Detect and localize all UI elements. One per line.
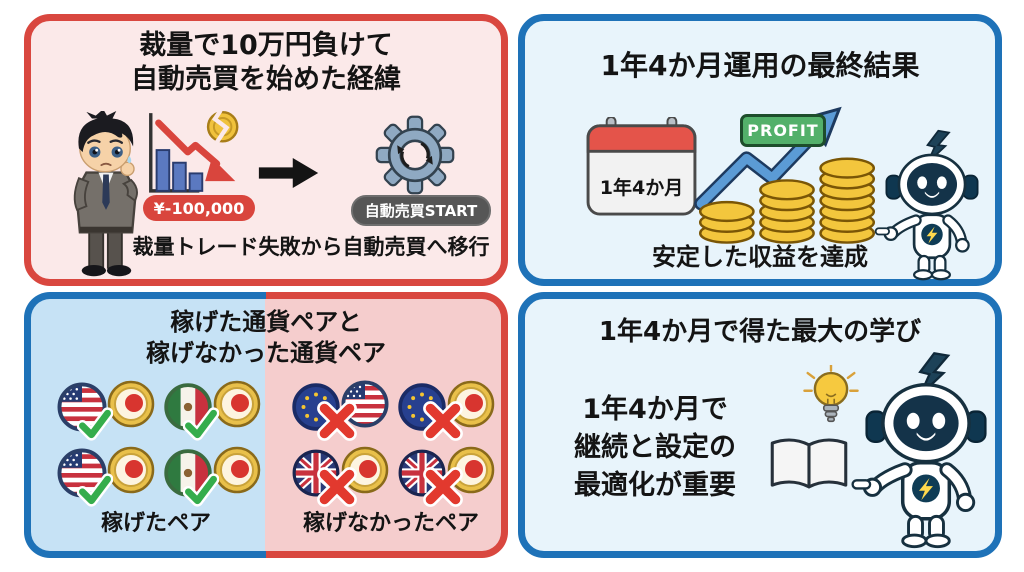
currency-pairs-inner: 稼げた通貨ペアと 稼げなかった通貨ペア <box>31 299 501 551</box>
green-check-icon <box>183 473 219 507</box>
red-cross-icon <box>421 399 465 443</box>
origin-title: 裁量で10万円負けて 自動売買を始めた経緯 <box>31 29 501 97</box>
origin-title-line2: 自動売買を始めた経緯 <box>131 64 401 95</box>
red-cross-icon <box>315 465 359 509</box>
pair-icon-usdjpy-1 <box>57 379 155 443</box>
red-cross-icon <box>315 399 359 443</box>
loss-amount-badge: ¥-100,000 <box>143 195 255 221</box>
learning-body: 1年4か月で 継続と設定の 最適化が重要 <box>531 391 779 505</box>
calendar-icon <box>585 117 698 217</box>
calendar-label: 1年4か月 <box>599 177 684 199</box>
panel-currency-pairs: 稼げた通貨ペアと 稼げなかった通貨ペア <box>24 292 508 558</box>
panel-final-results: 1年4か月運用の最終結果 1年4か月 PROFIT 安定した収益を達成 <box>518 14 1002 286</box>
pairs-title-line1: 稼げた通貨ペアと <box>170 308 362 336</box>
panel-biggest-learning: 1年4か月で得た最大の学び 1年4か月で 継続と設定の 最適化が重要 <box>518 292 1002 558</box>
jpy-coin-icon <box>213 380 261 428</box>
declining-chart-icon <box>143 109 245 197</box>
learning-body-line2: 継続と設定の <box>574 432 736 463</box>
open-book-icon <box>767 435 851 495</box>
right-arrow-icon <box>257 157 321 189</box>
panel-origin-story: 裁量で10万円負けて 自動売買を始めた経緯 ¥-100,000 自動売買STAR… <box>24 14 508 286</box>
origin-caption: 裁量トレード失敗から自動売買へ移行 <box>132 235 490 259</box>
jpy-coin-icon <box>107 446 155 494</box>
pair-icon-eurjpy <box>397 379 495 443</box>
pair-icon-gbpjpy-1 <box>291 445 389 509</box>
pair-icon-mxnjpy-2 <box>163 445 261 509</box>
learning-body-line3: 最適化が重要 <box>574 470 736 501</box>
automation-gear-icon <box>375 115 455 195</box>
pair-icon-usdjpy-2 <box>57 445 155 509</box>
origin-title-line1: 裁量で10万円負けて <box>139 30 393 61</box>
pairs-title-line2: 稼げなかった通貨ペア <box>146 339 386 367</box>
robot-mascot-icon <box>850 351 1002 549</box>
green-check-icon <box>77 473 113 507</box>
learning-title: 1年4か月で得た最大の学び <box>598 317 922 347</box>
red-cross-icon <box>421 465 465 509</box>
jpy-coin-icon <box>107 380 155 428</box>
jpy-coin-icon <box>213 446 261 494</box>
pairs-title: 稼げた通貨ペアと 稼げなかった通貨ペア <box>31 307 501 369</box>
auto-trade-start-badge: 自動売買START <box>351 195 491 226</box>
green-check-icon <box>183 407 219 441</box>
winning-pairs-label: 稼げたペア <box>100 511 211 536</box>
pair-icon-eurusd <box>291 379 389 443</box>
results-title: 1年4か月運用の最終結果 <box>600 49 920 82</box>
learning-body-line1: 1年4か月で <box>582 394 728 425</box>
green-check-icon <box>77 407 113 441</box>
results-caption: 安定した収益を達成 <box>652 243 868 271</box>
pair-icon-gbpjpy-2 <box>397 445 495 509</box>
profit-badge: PROFIT <box>740 114 826 147</box>
losing-pairs-label: 稼げなかったペア <box>302 511 479 536</box>
pair-icon-mxnjpy-1 <box>163 379 261 443</box>
